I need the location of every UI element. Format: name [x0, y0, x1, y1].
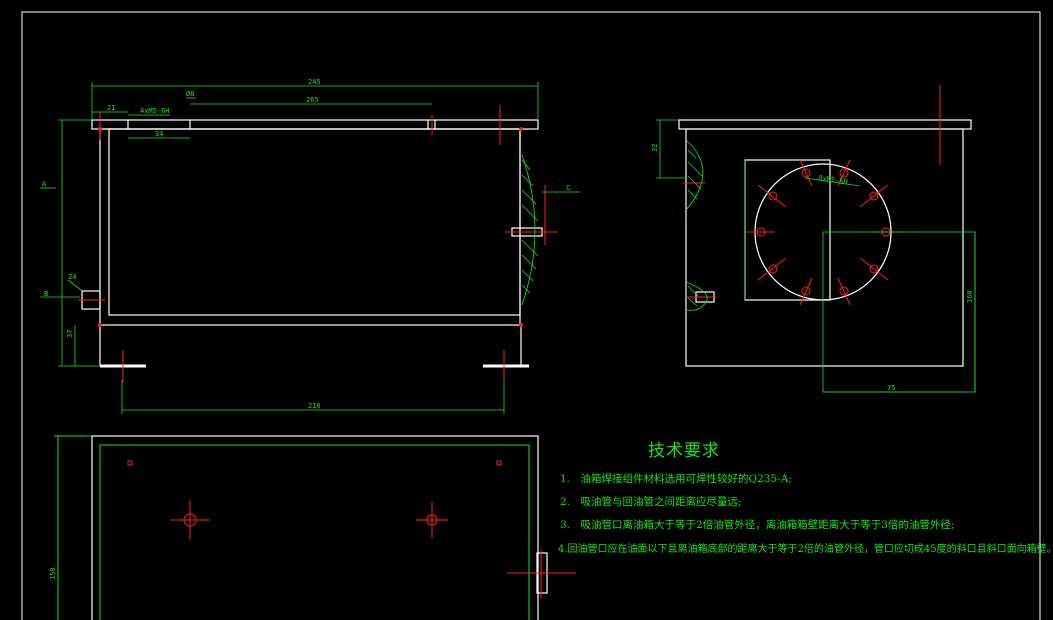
section-mark-b: B	[44, 290, 48, 298]
front-top-flange	[91, 119, 539, 130]
side-dim-labels: 32 8xM5-6H 160 75	[651, 144, 974, 392]
dim-inner-span: 265	[306, 96, 319, 104]
dim-right-width: 75	[887, 384, 895, 392]
dim-hole-spacing: 34	[155, 130, 163, 138]
section-mark-c: C	[566, 184, 570, 192]
front-centerlines	[78, 105, 558, 382]
dim-bottom-span: 210	[308, 402, 321, 410]
dim-left-offset: 21	[107, 104, 115, 112]
plan-inner	[54, 435, 530, 620]
plan-view	[91, 435, 548, 620]
dim-thread-spec: 4xM5-6H	[140, 107, 170, 115]
dim-base-height: 37	[66, 330, 74, 338]
side-dimensions	[656, 119, 976, 393]
dim-plan-depth: 150	[49, 567, 57, 580]
technical-requirements-title: 技术要求	[648, 441, 720, 461]
requirement-item: 3. 吸油管口离油箱大于等于2倍油管外径，离油箱箱壁距离大于等于3倍的油管外径;	[560, 519, 955, 531]
side-bolt-circle	[683, 85, 941, 306]
plan-holes	[127, 460, 576, 598]
front-dim-labels: 245 21 4xM5-6H Ø8 265 34 24 37 210 A B C	[42, 78, 570, 410]
section-mark-a: A	[42, 180, 47, 188]
front-dimensions	[40, 82, 580, 414]
dim-hole-dia: Ø8	[186, 90, 194, 98]
dim-bolt-circle: 8xM5-6H	[818, 174, 848, 186]
dim-right-height: 160	[966, 290, 974, 303]
side-view-hatch	[685, 139, 708, 311]
side-view	[678, 119, 972, 367]
dim-pipe-offset: 24	[68, 273, 76, 281]
requirement-item: 1. 油箱焊接组件材料选用可焊性较好的Q235-A;	[560, 473, 792, 485]
front-view	[81, 119, 543, 366]
front-tank-inner	[108, 128, 521, 316]
dim-overall-length: 245	[308, 78, 321, 86]
technical-requirements: 技术要求 1. 油箱焊接组件材料选用可焊性较好的Q235-A; 2. 吸油管与回…	[558, 436, 1053, 563]
dim-top-height: 32	[651, 144, 659, 152]
front-tank-outer	[99, 128, 521, 326]
requirement-item: 4.回油管口应在油面以下且离油箱底部的距离大于等于2倍的油管外径，管口应切成45…	[558, 544, 1053, 555]
drawing-border	[21, 11, 1041, 620]
front-side-cover	[521, 154, 539, 306]
requirement-item: 2. 吸油管与回油管之间距离应尽量远;	[560, 496, 742, 508]
